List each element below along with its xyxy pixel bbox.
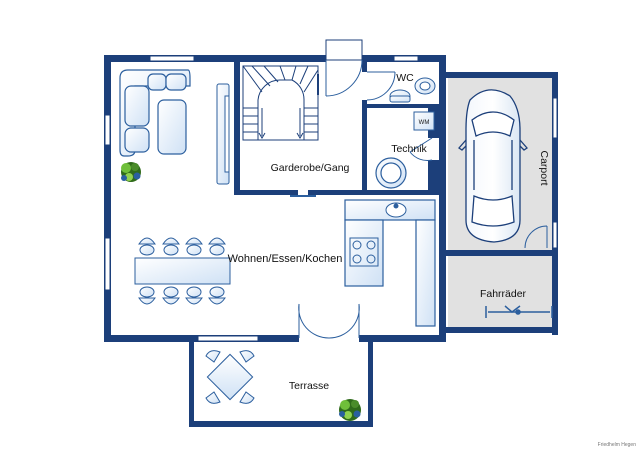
plant-icon bbox=[121, 162, 141, 182]
room-label-fahrraeder: Fahrräder bbox=[480, 288, 527, 300]
boiler-icon bbox=[375, 157, 407, 189]
room-label-garderobe: Garderobe/Gang bbox=[271, 162, 350, 174]
washing-machine-icon: WM bbox=[413, 111, 435, 131]
sink-icon bbox=[385, 202, 407, 218]
windows bbox=[104, 55, 558, 342]
fahrraeder-floor bbox=[448, 255, 558, 328]
room-label-carport: Carport bbox=[538, 150, 550, 185]
car-icon bbox=[458, 89, 528, 243]
room-label-technik: Technik bbox=[391, 143, 427, 155]
credit-text: Friedhelm Hegen bbox=[598, 442, 637, 448]
bistro-table-icon bbox=[205, 350, 255, 404]
doors bbox=[290, 39, 548, 339]
room-label-wc: WC bbox=[396, 72, 414, 84]
dining-table-icon bbox=[134, 237, 231, 305]
sink-icon bbox=[414, 77, 436, 95]
sofa-icon bbox=[119, 69, 191, 157]
room-label-terrasse: Terrasse bbox=[289, 380, 329, 392]
bicycle-icon bbox=[485, 305, 553, 318]
room-labels: Wohnen/Essen/Kochen Garderobe/Gang WC Te… bbox=[228, 72, 637, 448]
tv-sideboard bbox=[216, 83, 230, 185]
stove-icon bbox=[349, 237, 379, 267]
stair-icon bbox=[242, 65, 319, 141]
room-label-wohnen: Wohnen/Essen/Kochen bbox=[228, 253, 343, 265]
plant-icon bbox=[339, 399, 361, 421]
toilet-icon bbox=[389, 89, 411, 103]
wm-label: WM bbox=[419, 120, 430, 126]
